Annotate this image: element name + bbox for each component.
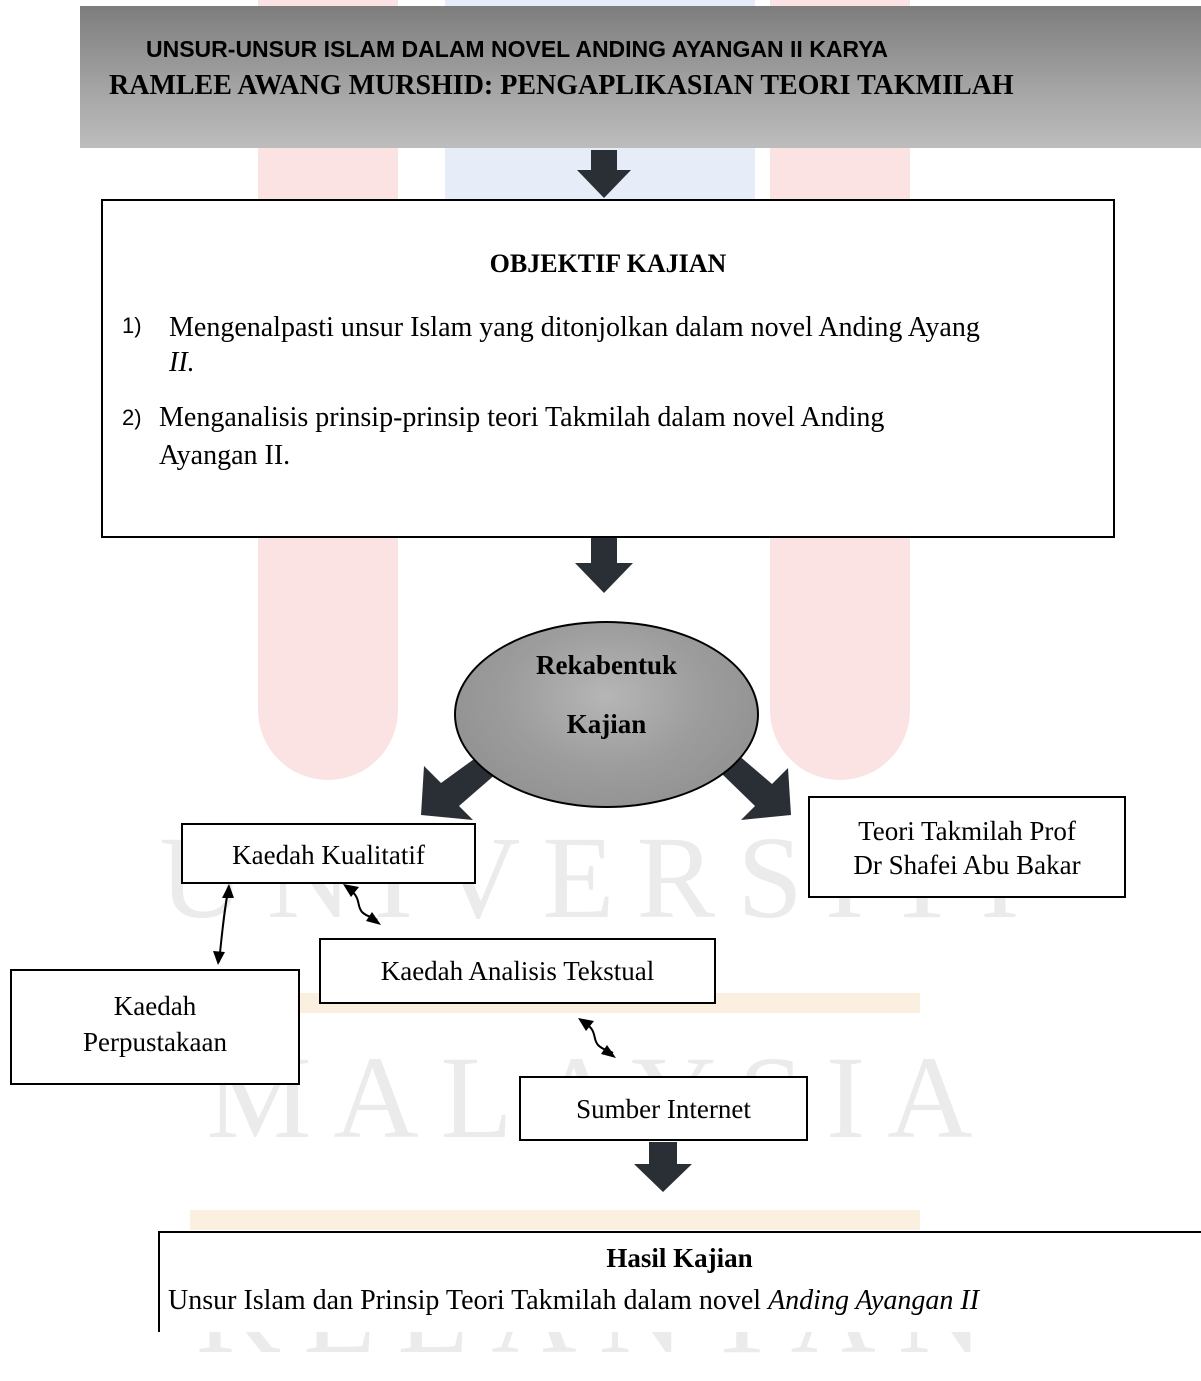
hasil-text-italic: Anding Ayangan II	[768, 1285, 980, 1316]
diagonal-arrow-left	[421, 754, 497, 820]
arrowhead	[222, 884, 234, 898]
objective-number: 1)	[122, 313, 142, 338]
down-arrow	[577, 150, 631, 198]
kaedah-analisis-box: Kaedah Analisis Tekstual	[319, 938, 716, 1004]
perpustakaan-line-1: Kaedah	[113, 991, 197, 1021]
arrowhead	[366, 912, 381, 925]
objektif-heading: OBJEKTIF KAJIAN	[489, 249, 727, 278]
objective-continuation: II.	[169, 347, 195, 378]
rekabentuk-line-1: Rekabentuk	[535, 650, 678, 680]
kaedah-analisis-label: Kaedah Analisis Tekstual	[380, 956, 655, 986]
objective-number: 2)	[122, 405, 142, 430]
watermark-orange-bar-lower	[190, 1210, 920, 1230]
title-banner: UNSUR-UNSUR ISLAM DALAM NOVEL ANDING AYA…	[80, 6, 1201, 148]
rekabentuk-line-2: Kajian	[566, 709, 647, 739]
objektif-box: OBJEKTIF KAJIAN 1) Mengenalpasti unsur I…	[101, 199, 1115, 538]
teori-line-1: Teori Takmilah Prof	[858, 816, 1076, 846]
perpustakaan-line-2: Perpustakaan	[83, 1027, 227, 1057]
hasil-heading: Hasil Kajian	[606, 1243, 753, 1273]
objective-text: Menganalisis prinsip-prinsip teori Takmi…	[159, 402, 885, 433]
kaedah-kualitatif-box: Kaedah Kualitatif	[181, 823, 476, 884]
teori-takmilah-box: Teori Takmilah Prof Dr Shafei Abu Bakar	[808, 796, 1126, 898]
connectors	[213, 150, 791, 1192]
kaedah-kualitatif-label: Kaedah Kualitatif	[232, 840, 425, 870]
objective-continuation: Ayangan II.	[159, 440, 291, 471]
diagonal-arrow-right	[721, 754, 791, 820]
hasil-kajian-box: Hasil Kajian Unsur Islam dan Prinsip Teo…	[158, 1231, 1201, 1332]
arrowhead	[213, 951, 225, 965]
title-line-1: UNSUR-UNSUR ISLAM DALAM NOVEL ANDING AYA…	[146, 36, 889, 62]
teori-line-2: Dr Shafei Abu Bakar	[853, 850, 1081, 880]
down-arrow	[634, 1142, 692, 1192]
hasil-text: Unsur Islam dan Prinsip Teori Takmilah d…	[168, 1285, 979, 1317]
rekabentuk-ellipse: Rekabentuk Kajian	[454, 621, 759, 808]
arrowhead	[578, 1018, 594, 1031]
sumber-internet-label: Sumber Internet	[576, 1094, 751, 1124]
down-arrow	[575, 537, 633, 593]
objective-text: Mengenalpasti unsur Islam yang ditonjolk…	[169, 312, 980, 343]
hasil-text-plain: Unsur Islam dan Prinsip Teori Takmilah d…	[168, 1285, 769, 1316]
arrowhead	[601, 1045, 616, 1058]
sumber-internet-box: Sumber Internet	[519, 1076, 808, 1141]
kaedah-perpustakaan-box: Kaedah Perpustakaan	[10, 969, 300, 1085]
arrowhead	[343, 884, 359, 897]
title-line-2: RAMLEE AWANG MURSHID: PENGAPLIKASIAN TEO…	[109, 70, 1014, 101]
